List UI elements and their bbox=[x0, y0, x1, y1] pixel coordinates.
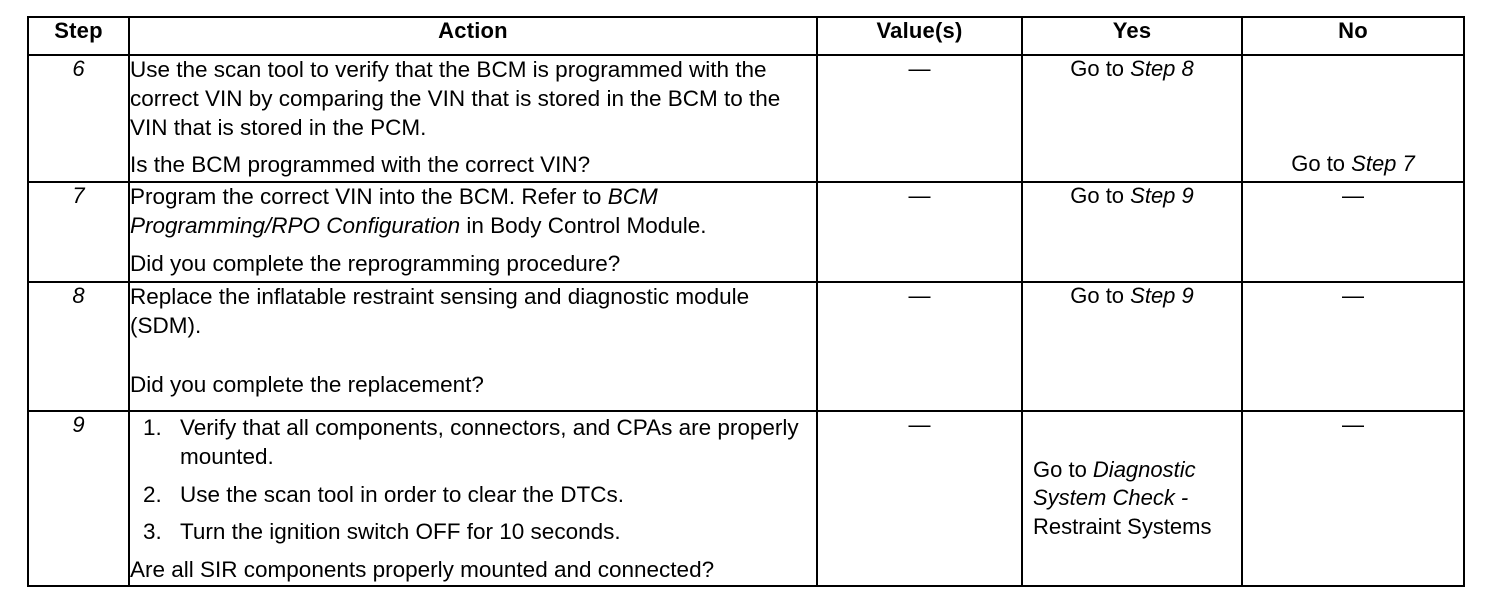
action-paragraph: Replace the inflatable restraint sensing… bbox=[130, 284, 750, 338]
yes-goto-prefix: Go to bbox=[1070, 283, 1131, 308]
action-cell-8: Replace the inflatable restraint sensing… bbox=[128, 281, 818, 412]
value-cell-9: — bbox=[816, 410, 1023, 587]
spacer bbox=[130, 341, 816, 371]
value-cell-7: — bbox=[816, 181, 1023, 283]
em-dash: — bbox=[908, 283, 931, 308]
action-question: Is the BCM programmed with the correct V… bbox=[130, 152, 591, 178]
yes-cell-8: Go to Step 9 bbox=[1021, 281, 1243, 412]
column-header-value: Value(s) bbox=[816, 16, 1023, 56]
action-question: Did you complete the replacement? bbox=[130, 371, 484, 397]
yes-goto-prefix: Go to bbox=[1070, 183, 1131, 208]
table-row: 9 Verify that all components, connectors… bbox=[27, 410, 1465, 587]
no-goto-prefix: Go to bbox=[1291, 151, 1352, 176]
value-cell-6: — bbox=[816, 54, 1023, 183]
action-reference-link[interactable]: BCM Programming/RPO Configuration bbox=[130, 184, 658, 238]
no-goto-step-link[interactable]: Step 7 bbox=[1351, 151, 1415, 176]
em-dash: — bbox=[1342, 412, 1364, 437]
yes-cell-6: Go to Step 8 bbox=[1021, 54, 1243, 183]
yes-goto-line-2: System Check - bbox=[1033, 485, 1189, 511]
column-header-action: Action bbox=[128, 16, 818, 56]
table-header: Step Action Value(s) Yes No bbox=[27, 16, 1465, 56]
column-header-yes: Yes bbox=[1021, 16, 1243, 56]
no-cell-7: — bbox=[1241, 181, 1465, 283]
step-number-cell-6: 6 bbox=[27, 54, 130, 183]
action-paragraph: Use the scan tool to verify that the BCM… bbox=[130, 57, 781, 140]
table-row: 7 Program the correct VIN into the BCM. … bbox=[27, 181, 1465, 283]
yes-goto-step-link[interactable]: Step 9 bbox=[1130, 283, 1194, 308]
list-item: Turn the ignition switch OFF for 10 seco… bbox=[168, 518, 816, 547]
em-dash: — bbox=[908, 183, 931, 208]
step-number-cell-9: 9 bbox=[27, 410, 130, 587]
yes-goto-reference[interactable]: Go to Diagnostic System Check - Restrain… bbox=[1023, 456, 1241, 542]
action-question: Are all SIR components properly mounted … bbox=[130, 557, 715, 583]
yes-goto-step-link[interactable]: Step 9 bbox=[1130, 183, 1194, 208]
column-header-no: No bbox=[1241, 16, 1465, 56]
list-item: Verify that all components, connectors, … bbox=[168, 414, 816, 472]
yes-goto-step-link[interactable]: Step 8 bbox=[1130, 56, 1194, 81]
no-cell-6: Go to Step 7 bbox=[1241, 54, 1465, 183]
yes-cell-9: Go to Diagnostic System Check - Restrain… bbox=[1021, 410, 1243, 587]
action-paragraph: Program the correct VIN into the BCM. Re… bbox=[130, 183, 816, 241]
action-cell-9: Verify that all components, connectors, … bbox=[128, 410, 818, 587]
yes-reference-word-1: Diagnostic bbox=[1092, 456, 1196, 482]
em-dash: — bbox=[1342, 283, 1364, 308]
table-row: 8 Replace the inflatable restraint sensi… bbox=[27, 281, 1465, 412]
yes-goto-prefix: Go to bbox=[1033, 456, 1093, 482]
yes-cell-7: Go to Step 9 bbox=[1021, 181, 1243, 283]
yes-goto-line-1: Go to Diagnostic bbox=[1033, 456, 1241, 485]
em-dash: — bbox=[1342, 183, 1364, 208]
action-text-suffix: in Body Control Module. bbox=[460, 212, 707, 238]
no-cell-8: — bbox=[1241, 281, 1465, 412]
action-cell-7: Program the correct VIN into the BCM. Re… bbox=[128, 181, 818, 283]
diagnostic-procedure-table: Step Action Value(s) Yes No 6 Use the sc… bbox=[27, 16, 1465, 587]
value-cell-8: — bbox=[816, 281, 1023, 412]
em-dash: — bbox=[908, 412, 931, 437]
header-row: Step Action Value(s) Yes No bbox=[27, 16, 1465, 56]
action-question: Did you complete the reprogramming proce… bbox=[130, 250, 621, 276]
action-step-list: Verify that all components, connectors, … bbox=[130, 414, 816, 547]
step-number-cell-7: 7 bbox=[27, 181, 130, 283]
column-header-step: Step bbox=[27, 16, 130, 56]
list-item: Use the scan tool in order to clear the … bbox=[168, 481, 816, 510]
table-row: 6 Use the scan tool to verify that the B… bbox=[27, 54, 1465, 183]
action-text-prefix: Program the correct VIN into the BCM. Re… bbox=[130, 184, 608, 209]
yes-goto-prefix: Go to bbox=[1070, 56, 1131, 81]
yes-goto-line-3: Restraint Systems bbox=[1033, 513, 1212, 539]
table-body: 6 Use the scan tool to verify that the B… bbox=[27, 54, 1465, 587]
step-number-cell-8: 8 bbox=[27, 281, 130, 412]
action-cell-6: Use the scan tool to verify that the BCM… bbox=[128, 54, 818, 183]
em-dash: — bbox=[908, 56, 931, 81]
no-cell-9: — bbox=[1241, 410, 1465, 587]
